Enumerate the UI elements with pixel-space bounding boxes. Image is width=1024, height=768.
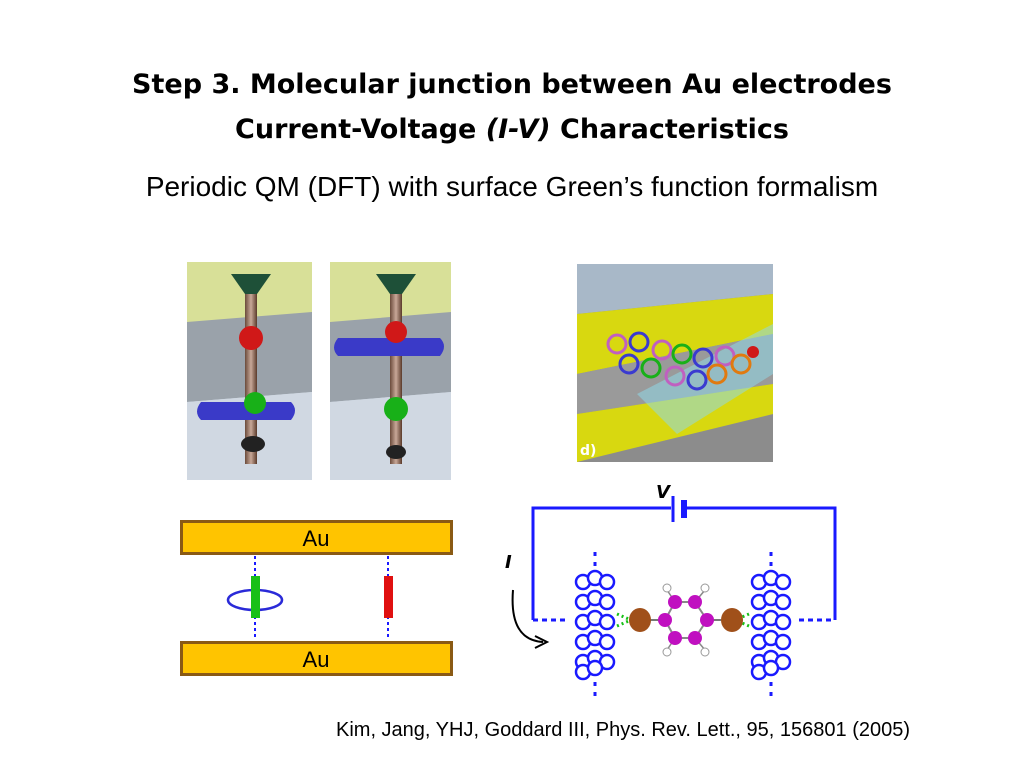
slide-title-line2: Current-Voltage (I-V) Characteristics <box>0 113 1024 147</box>
benzene-dithiol-molecule <box>629 583 743 657</box>
slide-subtitle: Periodic QM (DFT) with surface Green’s f… <box>145 171 879 202</box>
citation: Kim, Jang, YHJ, Goddard III, Phys. Rev. … <box>336 719 911 741</box>
slide-title-line1: Step 3. Molecular junction between Au el… <box>132 69 892 100</box>
battery-short-plate <box>681 500 687 518</box>
title-line2-iv: (I-V) <box>485 114 551 145</box>
iv-circuit-diagram: V I <box>505 482 837 696</box>
rotaxane-image-right <box>330 262 451 480</box>
voltage-label: V <box>656 482 672 503</box>
right-au-cluster <box>750 569 792 681</box>
green-station-marker <box>251 576 260 618</box>
bottom-au-label: Au <box>303 647 330 672</box>
left-au-cluster <box>574 569 616 681</box>
ring-icon <box>226 588 284 612</box>
title-line2-part-b: Characteristics <box>550 114 789 145</box>
rotaxane-image-left <box>187 262 312 480</box>
bottom-au-electrode <box>180 641 453 676</box>
current-label: I <box>505 552 512 573</box>
current-arrow-icon <box>511 589 544 643</box>
title-line2-part-a: Current-Voltage <box>235 114 486 145</box>
panel-d-label: d) <box>580 443 596 459</box>
top-au-electrode <box>180 520 453 555</box>
red-station-marker <box>384 576 393 618</box>
top-au-label: Au <box>303 526 330 551</box>
au-junction-schematic: Au Au <box>180 520 453 676</box>
surface-rendering-image: d) <box>577 264 773 462</box>
